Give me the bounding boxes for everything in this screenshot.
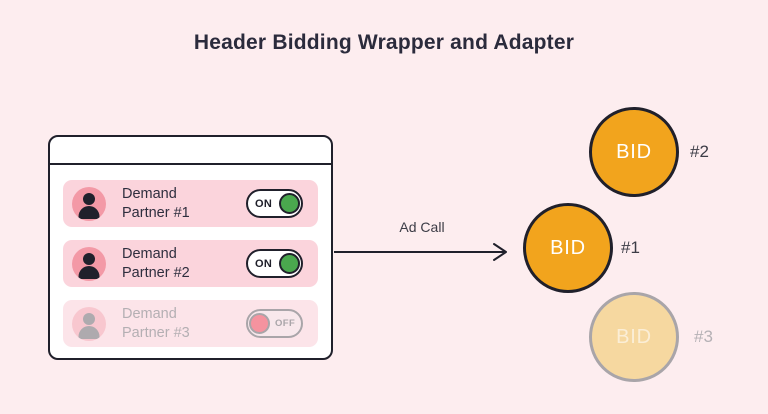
toggle-partner-3[interactable]: OFF (246, 309, 303, 338)
bid-number-label: #2 (690, 142, 709, 161)
demand-partner-row-3: Demand Partner #3 OFF (63, 300, 318, 347)
partner-list: Demand Partner #1 ON Demand Partner #2 O… (50, 165, 331, 347)
person-icon (72, 246, 106, 281)
partner-name: Demand Partner #1 (122, 185, 190, 221)
bid-circle-1: BID (523, 203, 613, 293)
bid-number-label: #3 (694, 327, 713, 346)
person-icon (72, 186, 106, 221)
toggle-state-label: OFF (275, 318, 296, 329)
ad-call-label: Ad Call (399, 219, 445, 235)
partner-name: Demand Partner #3 (122, 305, 190, 341)
page-title: Header Bidding Wrapper and Adapter (193, 31, 575, 54)
toggle-knob (279, 253, 300, 274)
toggle-knob (279, 193, 300, 214)
toggle-state-label: ON (255, 257, 273, 270)
bid-circle-2: BID (589, 107, 679, 197)
bid-number-label: #1 (621, 238, 640, 257)
toggle-knob (249, 313, 270, 334)
ad-call-arrow-icon (334, 243, 507, 261)
browser-window: Demand Partner #1 ON Demand Partner #2 O… (48, 135, 333, 360)
toggle-partner-1[interactable]: ON (246, 189, 303, 218)
toggle-partner-2[interactable]: ON (246, 249, 303, 278)
toggle-state-label: ON (255, 197, 273, 210)
person-icon (72, 306, 106, 341)
bid-circle-3: BID (589, 292, 679, 382)
partner-name: Demand Partner #2 (122, 245, 190, 281)
demand-partner-row-2: Demand Partner #2 ON (63, 240, 318, 287)
window-titlebar (50, 137, 331, 165)
demand-partner-row-1: Demand Partner #1 ON (63, 180, 318, 227)
